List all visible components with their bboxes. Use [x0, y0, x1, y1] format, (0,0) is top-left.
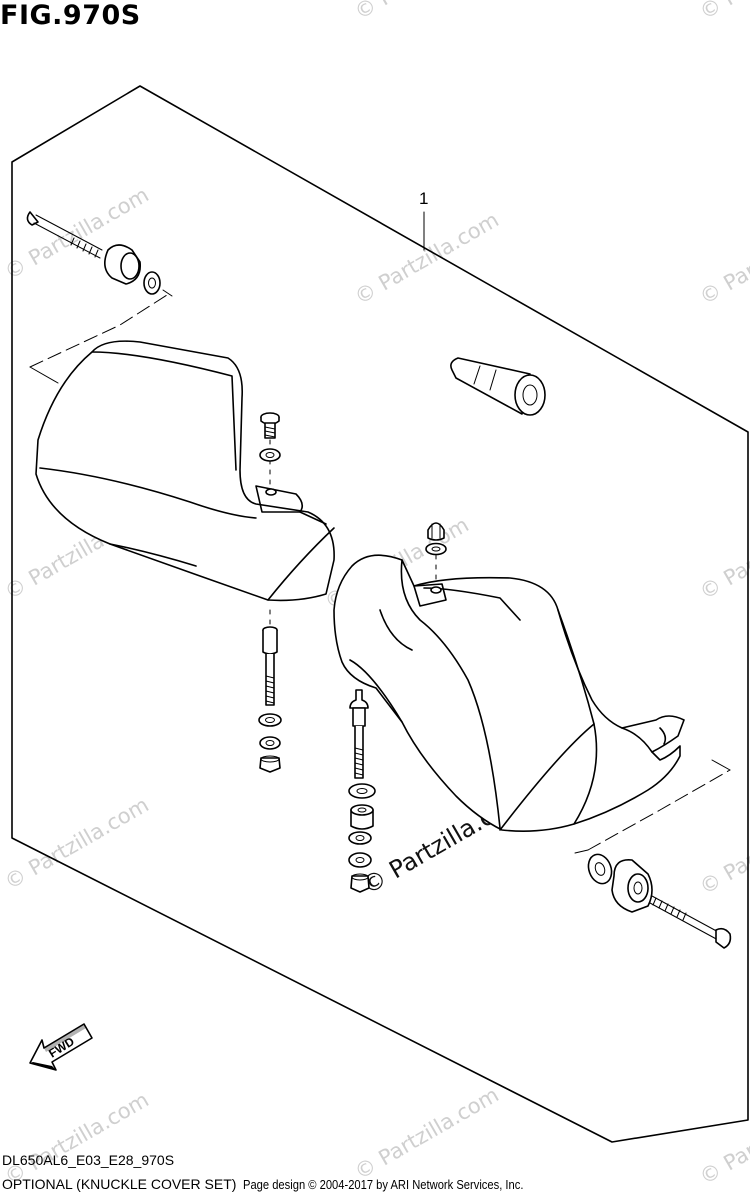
- washer-right-1: [348, 783, 376, 799]
- washer-left-2: [259, 736, 281, 750]
- nut-left: [143, 271, 161, 295]
- callout-number: 1: [419, 189, 428, 208]
- bar-end-weight-right: [611, 859, 653, 913]
- washer-right-3: [348, 852, 372, 868]
- assembly-frame: [11, 85, 749, 1143]
- assembly-leaders: [29, 289, 731, 854]
- watermark: © Partzilla.com: [351, 0, 503, 24]
- washer-right-2: [348, 831, 372, 845]
- watermark: © Partzilla.com: [351, 208, 503, 310]
- nut-left-bottom: [259, 755, 281, 773]
- knuckle-cover-left: [35, 340, 335, 602]
- collar-right: [350, 804, 374, 830]
- knuckle-cover-right: [333, 554, 685, 832]
- bar-end-weight-left: [104, 244, 142, 285]
- watermark: © Partzilla.com: [1, 1088, 153, 1190]
- watermark: © Partzilla.com: [351, 1083, 503, 1185]
- nut-right-bottom: [350, 873, 370, 893]
- washer-lower-right: [587, 853, 613, 885]
- watermark: © Partzilla.com: [696, 1088, 750, 1190]
- stud-bolt-right: [349, 689, 369, 779]
- cap-nut-right: [427, 522, 445, 541]
- rubber-boot: [450, 357, 546, 416]
- watermark: © Partzilla.com: [696, 503, 750, 605]
- diagram-caption: OPTIONAL (KNUCKLE COVER SET): [2, 1176, 237, 1192]
- screw-left-top: [260, 412, 280, 439]
- washer-left-top: [259, 448, 281, 462]
- figure-title: FIG.970S: [0, 0, 141, 31]
- watermark: © Partzilla.com: [696, 0, 750, 24]
- washer-left-1: [258, 713, 282, 727]
- watermark: © Partzilla.com: [696, 798, 750, 900]
- fwd-arrow: FWD: [29, 1023, 93, 1071]
- stud-bolt-left: [262, 626, 278, 706]
- bar-end-bolt-left: [26, 211, 103, 259]
- bar-end-bolt-right: [649, 895, 732, 949]
- model-code: DL650AL6_E03_E28_970S: [2, 1152, 175, 1168]
- washer-right-top: [425, 542, 447, 556]
- copyright-notice: Page design © 2004-2017 by ARI Network S…: [243, 1177, 524, 1192]
- watermark: © Partzilla.com: [696, 208, 750, 310]
